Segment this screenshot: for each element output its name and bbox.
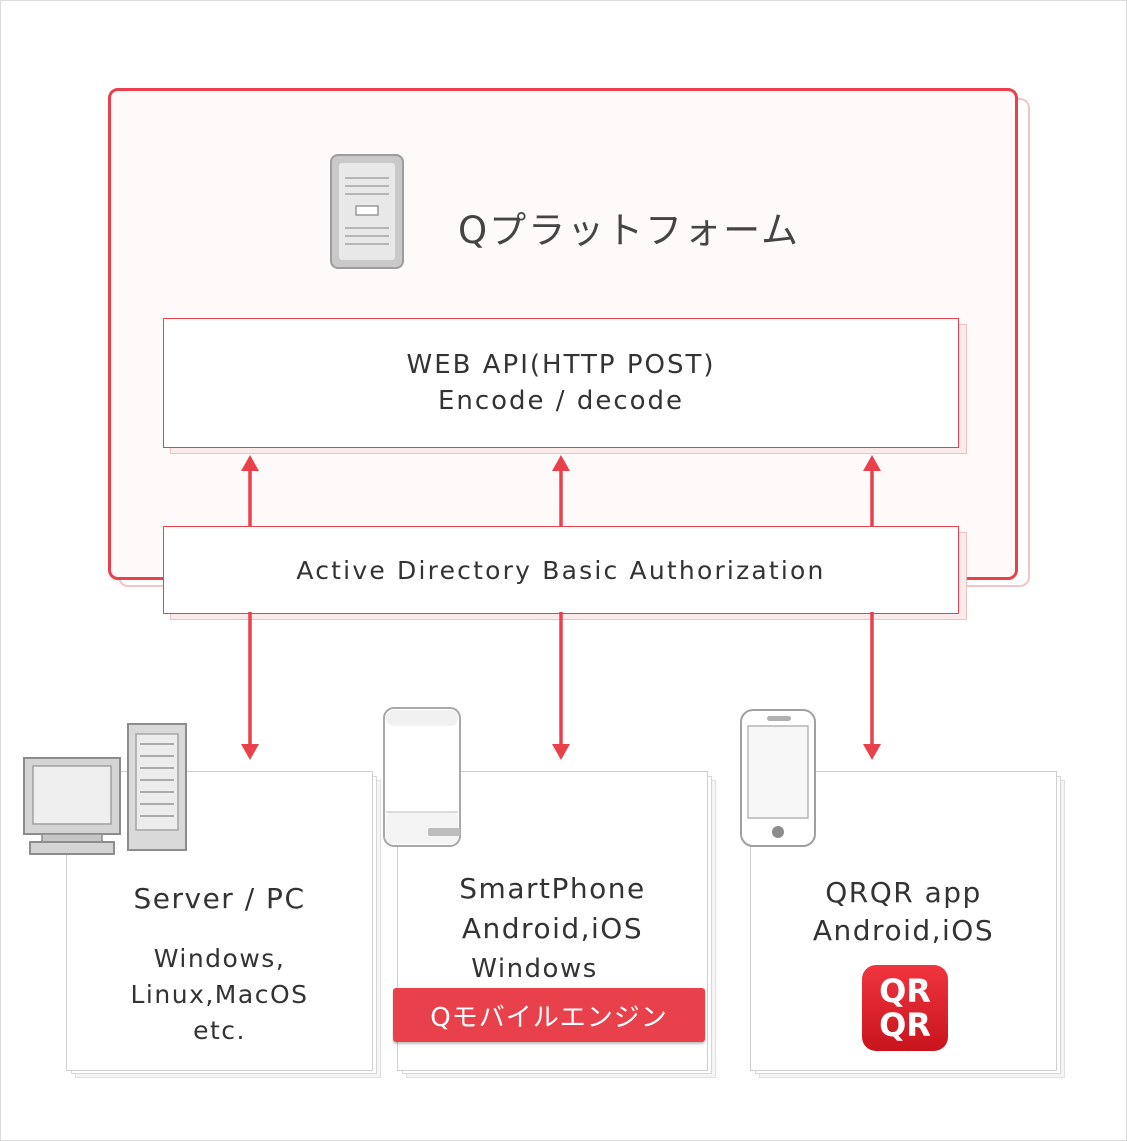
qrqr-title-1: QRQR app	[825, 876, 982, 909]
server-os-line-3: etc.	[193, 1016, 246, 1045]
api-subtitle: Encode / decode	[437, 386, 685, 416]
smartphone-title-2: Android,iOS	[461, 912, 644, 945]
server-pc-title: Server / PC	[133, 882, 306, 915]
qrqr-icon-text-top: QR	[879, 972, 931, 1010]
smartphone-title-3: Windows	[471, 954, 598, 984]
platform-title: Qプラットフォーム	[458, 209, 801, 252]
smartphone-title-1: SmartPhone	[459, 872, 646, 905]
auth-box: Active Directory Basic Authorization	[163, 526, 959, 614]
web-api-box: WEB API(HTTP POST) Encode / decode	[163, 318, 959, 448]
qrqr-app-icon: QR QR	[862, 965, 948, 1051]
qrqr-icon-text-bottom: QR	[879, 1006, 931, 1044]
qrqr-title-2: Android,iOS	[812, 914, 995, 947]
auth-label: Active Directory Basic Authorization	[296, 555, 826, 585]
server-os-line-1: Windows,	[153, 944, 286, 973]
api-title: WEB API(HTTP POST)	[406, 350, 716, 380]
q-mobile-engine-badge: Qモバイルエンジン	[393, 988, 705, 1042]
client-server-pc: Server / PC Windows, Linux,MacOS etc.	[66, 771, 373, 1071]
server-os-line-2: Linux,MacOS	[130, 980, 309, 1009]
